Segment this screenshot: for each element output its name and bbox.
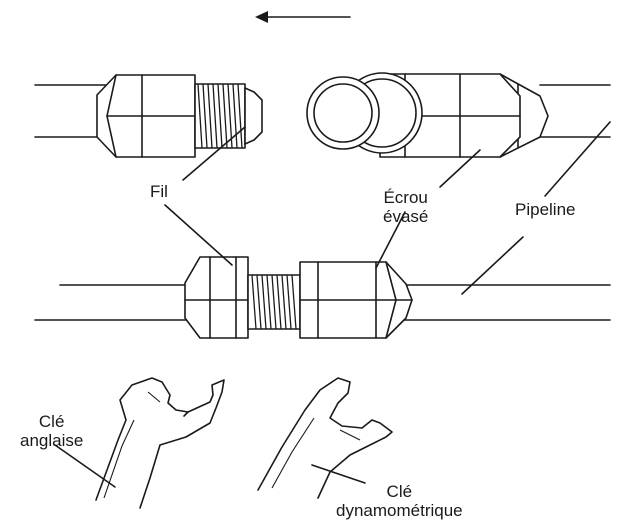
arrow-left-icon	[255, 11, 351, 23]
label-pipeline-text: Pipeline	[515, 200, 576, 219]
label-thread-text: Fil	[150, 182, 168, 201]
label-torque-wrench-line2: dynamométrique	[336, 501, 463, 520]
label-pipeline: Pipeline	[515, 200, 576, 219]
flare-nut-right	[306, 72, 611, 158]
label-torque-wrench-line1: Clé	[386, 482, 413, 501]
adjustable-wrench	[54, 377, 225, 509]
assembled-joint	[34, 256, 611, 339]
label-adjustable-wrench-line2: anglaise	[20, 431, 84, 450]
label-adjustable-wrench-line1: Clé	[38, 412, 65, 431]
leader-lines	[164, 121, 611, 295]
torque-wrench	[257, 377, 393, 499]
label-flare-nut-line1: Écrou	[383, 188, 428, 207]
label-thread: Fil	[150, 182, 168, 201]
threaded-union-left	[34, 74, 263, 158]
label-flare-nut-line2: évasé	[383, 207, 429, 226]
